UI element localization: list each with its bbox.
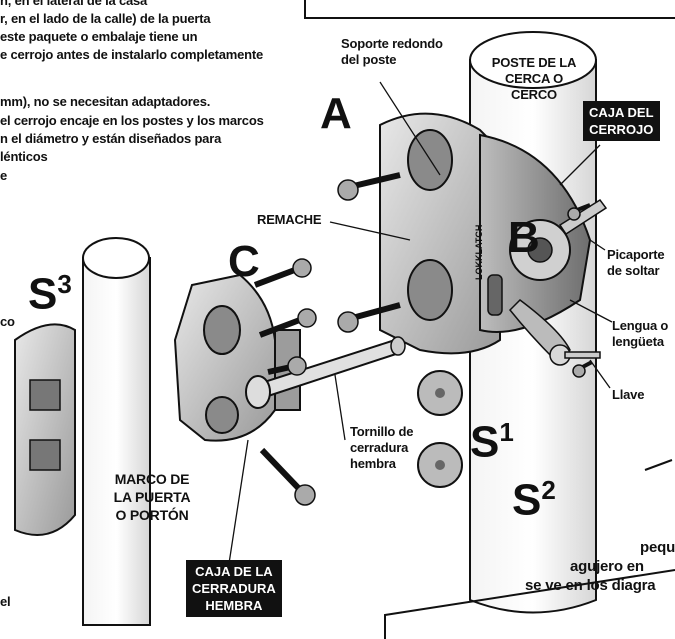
part-s1: S1 bbox=[470, 417, 514, 467]
left-fragment: co bbox=[0, 314, 15, 329]
intro-line: n el diámetro y están diseñados para bbox=[0, 131, 222, 146]
bumpers-s1 bbox=[417, 370, 463, 488]
left-fragment: el bbox=[0, 594, 11, 609]
intro-line: el cerrojo encaje en los postes y los ma… bbox=[0, 113, 264, 128]
part-letter-c: C bbox=[228, 237, 260, 286]
screws-a bbox=[337, 172, 593, 378]
part-s2: S2 bbox=[512, 475, 556, 525]
intro-line: mm), no se necesitan adaptadores. bbox=[0, 94, 211, 109]
intro-line: r, en el lado de la calle) de la puerta bbox=[0, 11, 211, 26]
bottom-text: se ve en los diagra bbox=[525, 577, 656, 594]
latch-product-text: LOKKLATCH bbox=[474, 225, 484, 280]
part-s3-label: S3 bbox=[28, 269, 72, 319]
intro-line: lénticos bbox=[0, 149, 48, 164]
part-letter-b: B bbox=[508, 213, 540, 262]
intro-line: n, en el lateral de la casa bbox=[0, 0, 148, 8]
bottom-text: pequ bbox=[640, 539, 675, 556]
intro-line: e bbox=[0, 168, 8, 183]
female-lock-c bbox=[173, 273, 406, 442]
part-s3 bbox=[14, 323, 76, 536]
screws-c bbox=[253, 258, 317, 506]
intro-line: este paquete o embalaje tiene un bbox=[0, 29, 198, 44]
frame-border bbox=[304, 0, 675, 19]
label-remache: REMACHE bbox=[257, 212, 322, 227]
leader-lines bbox=[227, 81, 613, 571]
gate-frame-tube bbox=[82, 237, 151, 626]
part-letter-a: A bbox=[320, 89, 352, 138]
key-illustration bbox=[549, 344, 601, 366]
bottom-right-panel bbox=[384, 459, 675, 639]
label-llave: Llave bbox=[612, 387, 645, 402]
intro-line: e cerrojo antes de instalarlo completame… bbox=[0, 47, 264, 62]
bottom-text: agujero en bbox=[570, 558, 644, 575]
